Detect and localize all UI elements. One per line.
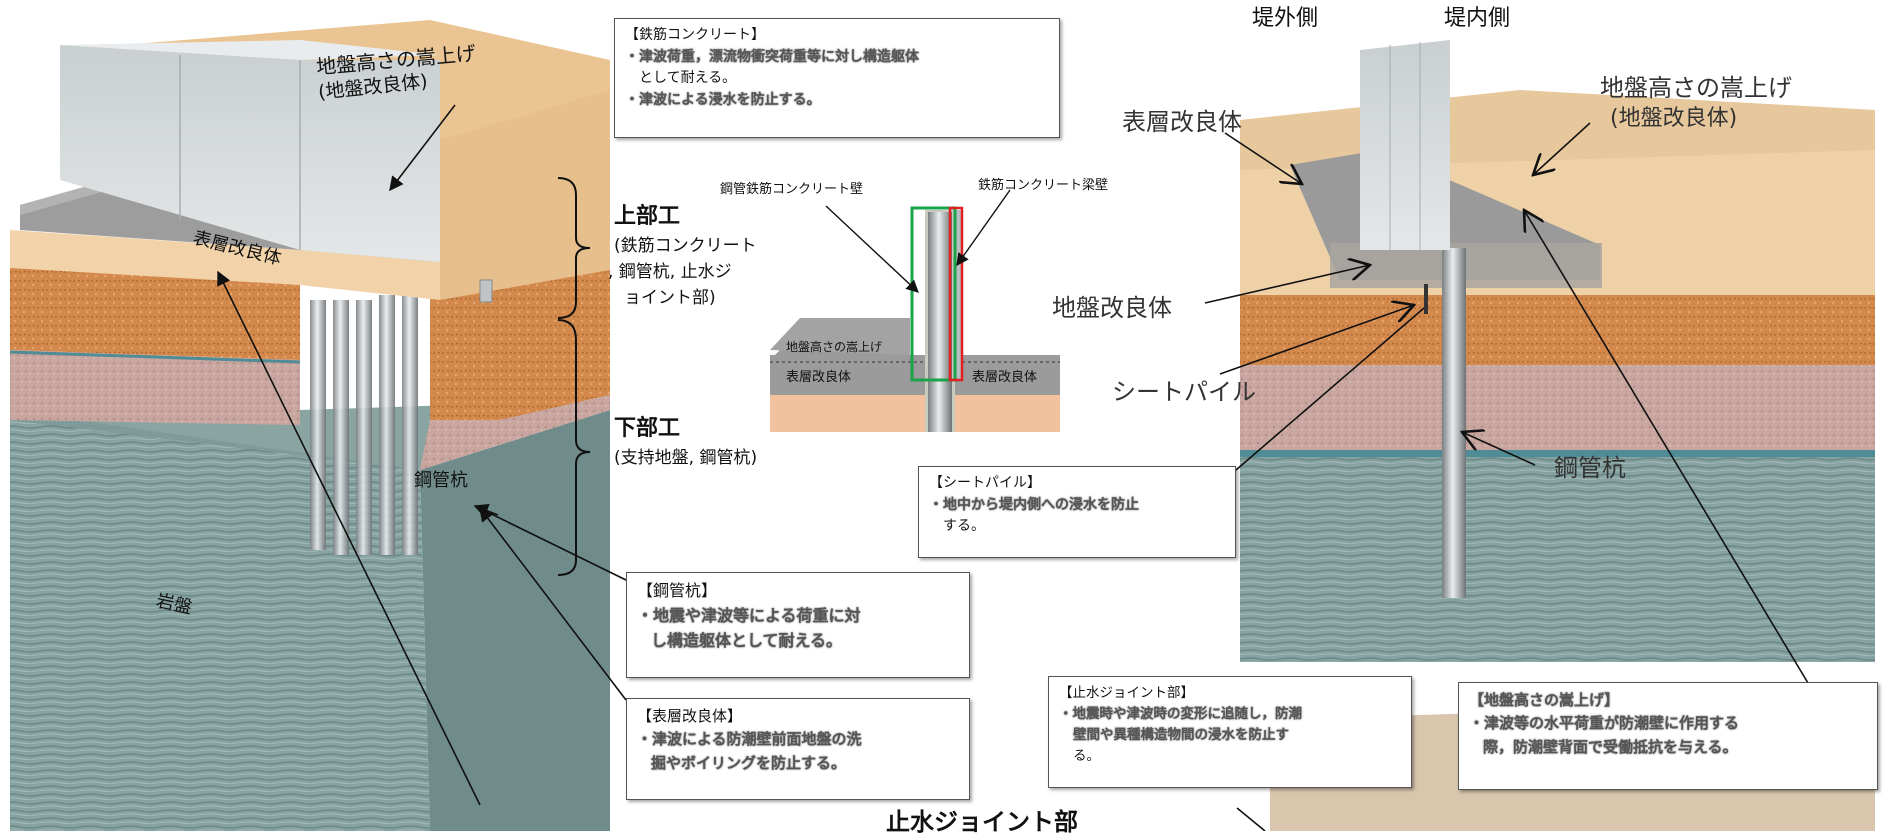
right-ground-body-label: 地盤改良体 (1052, 294, 1172, 322)
pink-soil-right (420, 395, 610, 470)
ground-raise-callout-line-2: 際，防潮壁背面で受働抵抗を与える。 (1483, 737, 1738, 756)
surface-callout-title: 【表層改良体】 (637, 707, 743, 725)
ground-raise-callout-title: 【地盤高さの嵩上げ】 (1469, 691, 1620, 709)
cross-section-diagram (770, 206, 1060, 432)
pipe-pile-callout-title: 【鋼管杭】 (637, 581, 718, 600)
pink-soil-front (10, 350, 300, 425)
pipe-pile-callout-line-1: ・地震や津波等による荷重に対 (637, 605, 861, 625)
right-pink-soil (1240, 360, 1875, 450)
right-surface-label: 表層改良体 (1122, 108, 1242, 136)
joint-callout-title: 【止水ジョイント部】 (1059, 685, 1194, 701)
joint-callout-line-3: る。 (1073, 747, 1100, 764)
rc-callout-box: 【鉄筋コンクリート】 ・津波荷重，漂流物衝突荷重等に対し構造躯体 として耐える。… (614, 18, 1060, 138)
joint-callout-line-1: ・地震時や津波時の変形に追随し，防潮 (1059, 705, 1302, 722)
upper-work-desc-2: , 鋼管杭, 止水ジ (608, 262, 732, 282)
upper-work-desc-3: ョイント部) (624, 288, 716, 308)
right-inside-label: 堤内側 (1444, 6, 1511, 31)
sheet-pile-callout-line-2: する。 (943, 518, 985, 535)
section-steel-rc-wall-label: 鋼管鉄筋コンクリート壁 (720, 182, 864, 197)
pipe-pile-callout-box: 【鋼管杭】 ・地震や津波等による荷重に対 し構造躯体として耐える。 (626, 572, 970, 678)
orange-soil-right (430, 270, 610, 420)
sheet-pile-callout-title: 【シートパイル】 (929, 475, 1041, 491)
right-outside-label: 堤外側 (1252, 6, 1319, 31)
section-surface-left-label: 表層改良体 (786, 370, 852, 385)
right-orange-soil (1240, 290, 1875, 365)
rc-wall-front (60, 45, 440, 262)
joint-callout-line-2: 壁間や異種構造物間の浸水を防止す (1073, 726, 1289, 743)
joint-callout-box: 【止水ジョイント部】 ・地震時や津波時の変形に追随し，防潮 壁間や異種構造物間の… (1048, 676, 1412, 788)
pipe-pile-callout-line-2: し構造躯体として耐える。 (651, 630, 843, 650)
right-bedrock (1240, 450, 1875, 662)
rc-callout-line-2: として耐える。 (639, 70, 737, 87)
pipe-piles-left (310, 290, 418, 555)
surface-callout-box: 【表層改良体】 ・津波による防潮壁前面地盤の洗 掘やボイリングを防止する。 (626, 698, 970, 800)
left-3d-model (9, 20, 610, 831)
rc-callout-line-3: ・津波による浸水を防止する。 (625, 92, 821, 109)
sheet-pile-callout-box: 【シートパイル】 ・地中から堤内側への浸水を防止 する。 (918, 466, 1236, 558)
sheet-pile-callout-line-1: ・地中から堤内側への浸水を防止 (929, 496, 1139, 513)
section-surface-right-label: 表層改良体 (972, 370, 1038, 385)
upper-work-bracket (557, 177, 591, 319)
section-rc-beam-wall-label: 鉄筋コンクリート梁壁 (978, 178, 1109, 193)
right-wall (1360, 40, 1450, 250)
raise-front (10, 230, 440, 300)
rc-callout-title: 【鉄筋コンクリート】 (625, 27, 765, 43)
ground-raise-callout-line-1: ・津波等の水平荷重が防潮壁に作用する (1469, 714, 1740, 733)
right-pipe-pile (1442, 248, 1466, 598)
right-3d-model (1240, 40, 1875, 831)
rc-callout-line-1: ・津波荷重，漂流物衝突荷重等に対し構造躯体 (625, 48, 919, 65)
ground-raise-callout-box: 【地盤高さの嵩上げ】 ・津波等の水平荷重が防潮壁に作用する 際，防潮壁背面で受働… (1458, 682, 1878, 790)
steel-rc-wall-outline (910, 206, 957, 382)
joint-caption: 止水ジョイント部 (886, 808, 1078, 836)
right-pipe-pile-label: 鋼管杭 (1554, 454, 1626, 482)
upper-work-title: 上部工 (614, 204, 681, 229)
surface-callout-line-2: 掘やボイリングを防止する。 (651, 753, 847, 772)
lower-work-bracket (557, 319, 591, 576)
raise-side (440, 90, 610, 300)
upper-work-desc-1: (鉄筋コンクリート (614, 236, 757, 256)
right-sheet-pile-label: シートパイル (1112, 378, 1256, 406)
lower-work-desc: (支持地盤, 鋼管杭) (614, 448, 758, 468)
right-ground-raise-label: 地盤高さの嵩上げ (1600, 74, 1792, 102)
lower-work-title: 下部工 (614, 416, 681, 441)
surface-callout-line-1: ・津波による防潮壁前面地盤の洗 (637, 730, 862, 749)
right-ground-improve-label: (地盤改良体) (1610, 106, 1738, 131)
section-raise-label: 地盤高さの嵩上げ (786, 340, 883, 354)
rc-beam-wall-outline (948, 206, 964, 382)
orange-soil-front (10, 265, 300, 360)
left-pipe-pile-label: 鋼管杭 (414, 470, 468, 491)
bedrock-side (420, 410, 610, 831)
